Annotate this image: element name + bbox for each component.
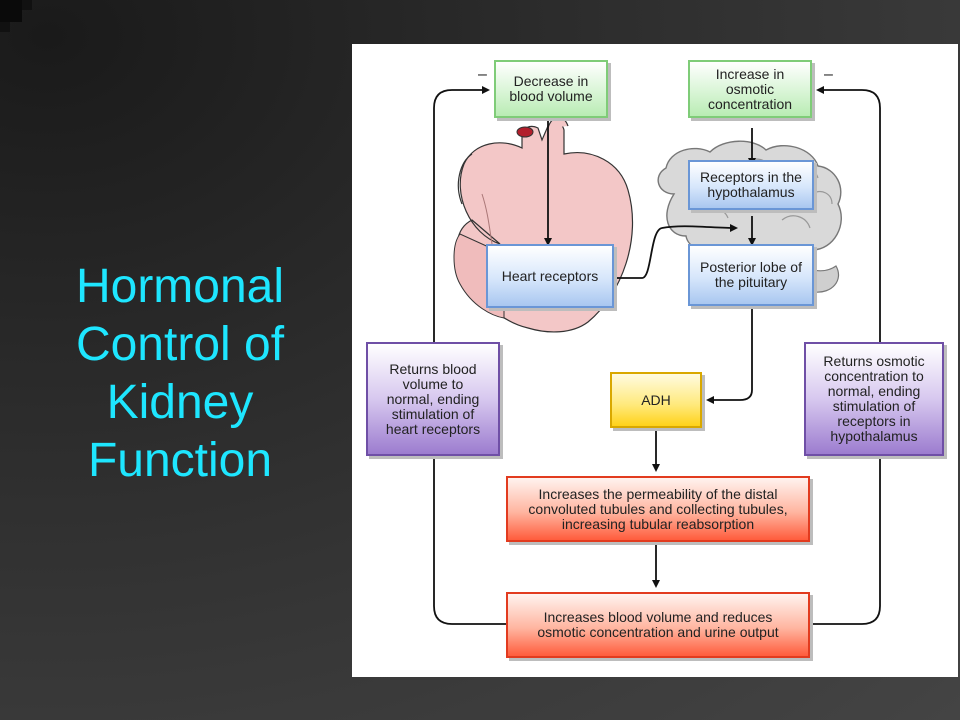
posterior-lobe-text: Posterior lobe of the pituitary (700, 259, 802, 290)
adh-box: ADH (610, 372, 702, 428)
decrease-blood-volume-text: Decrease in blood volume (509, 73, 593, 104)
returns-osmotic-text: Returns osmotic concentration to normal,… (823, 353, 925, 444)
heart-receptors-box: Heart receptors (486, 244, 614, 308)
posterior-lobe-box: Posterior lobe of the pituitary (688, 244, 814, 306)
returns-blood-volume-box: Returns blood volume to normal, ending s… (366, 342, 500, 456)
title-line-3: Kidney (106, 376, 254, 429)
receptors-hypothalamus-text: Receptors in the hypothalamus (700, 169, 802, 200)
title-line-4: Function (87, 434, 273, 487)
increases-permeability-box: Increases the permeability of the distal… (506, 476, 810, 542)
increases-permeability-text: Increases the permeability of the distal… (528, 485, 788, 532)
diagram-panel: – – Decrease in blood volume Increase in… (352, 44, 958, 677)
adh-text: ADH (641, 391, 671, 408)
increase-osmotic-box: Increase in osmotic concentration (688, 60, 812, 118)
title-line-2: Control of (75, 318, 285, 371)
heart-receptors-text: Heart receptors (501, 267, 599, 284)
feedback-sign-left: – (478, 66, 487, 83)
increase-osmotic-text: Increase in osmotic concentration (707, 65, 793, 112)
increases-blood-volume-box: Increases blood volume and reduces osmot… (506, 592, 810, 658)
feedback-sign-right: – (824, 66, 833, 83)
returns-blood-volume-text: Returns blood volume to normal, ending s… (385, 360, 481, 437)
decrease-blood-volume-box: Decrease in blood volume (494, 60, 608, 118)
title-line-1: Hormonal (75, 260, 285, 313)
increases-blood-volume-text: Increases blood volume and reduces osmot… (537, 609, 779, 640)
receptors-hypothalamus-box: Receptors in the hypothalamus (688, 160, 814, 210)
returns-osmotic-box: Returns osmotic concentration to normal,… (804, 342, 944, 456)
slide-title: Hormonal Control of Kidney Function (30, 258, 330, 490)
corner-decoration (0, 0, 40, 40)
